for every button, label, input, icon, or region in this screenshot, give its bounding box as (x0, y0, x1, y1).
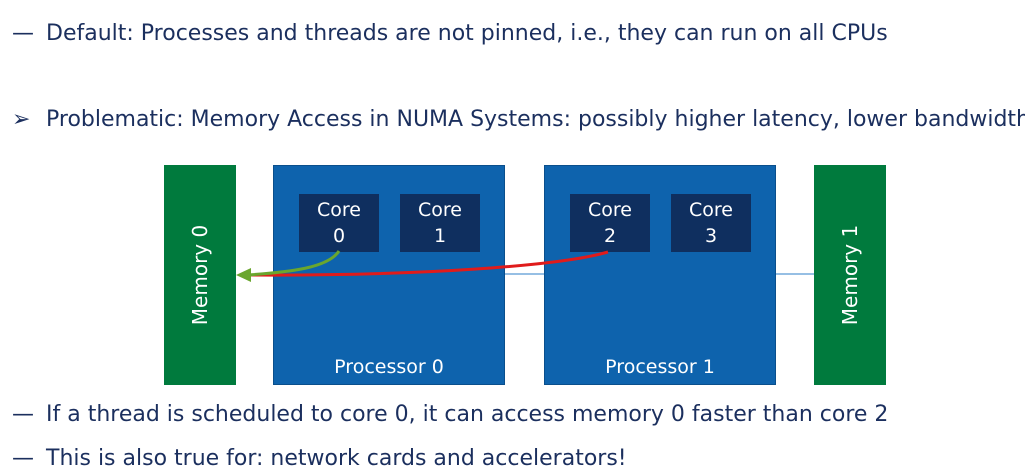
core-2-to-memory-0-path (247, 250, 609, 277)
bullet-default: — Default: Processes and threads are not … (12, 20, 888, 48)
memory-0-block: Memory 0 (164, 165, 236, 385)
dash-marker: — (12, 21, 34, 46)
bullet-text: If a thread is scheduled to core 0, it c… (46, 402, 889, 427)
arrow-marker: ➢ (12, 107, 31, 132)
processor-1-label: Processor 1 (605, 356, 715, 378)
dash-marker: — (12, 402, 34, 427)
core-number: 3 (704, 225, 718, 247)
bullet-also-true: — This is also true for: network cards an… (12, 445, 627, 473)
core-0-block: Core 0 (299, 194, 379, 252)
bullet-text: Problematic: Memory Access in NUMA Syste… (46, 107, 1025, 132)
core-3-block: Core 3 (671, 194, 751, 252)
bullet-text: This is also true for: network cards and… (46, 446, 627, 471)
core-2-block: Core 2 (570, 194, 650, 252)
core-title: Core (317, 199, 361, 221)
dash-marker: — (12, 446, 34, 471)
core-title: Core (689, 199, 733, 221)
core-number: 1 (433, 225, 447, 247)
core-title: Core (588, 199, 632, 221)
bullet-text: Default: Processes and threads are not p… (46, 21, 888, 46)
processor-1-block: Core 2 Core 3 Processor 1 (544, 165, 776, 385)
core-number: 0 (332, 225, 346, 247)
core-0-to-memory-0-path (247, 250, 341, 277)
core-number: 2 (603, 225, 617, 247)
arrowhead-icon (236, 268, 251, 282)
core-title: Core (418, 199, 462, 221)
memory-1-block: Memory 1 (814, 165, 886, 385)
bullet-problematic: ➢ Problematic: Memory Access in NUMA Syst… (12, 106, 1025, 134)
core-1-block: Core 1 (400, 194, 480, 252)
processor-0-label: Processor 0 (334, 356, 444, 378)
bullet-core0-faster: — If a thread is scheduled to core 0, it … (12, 401, 888, 429)
